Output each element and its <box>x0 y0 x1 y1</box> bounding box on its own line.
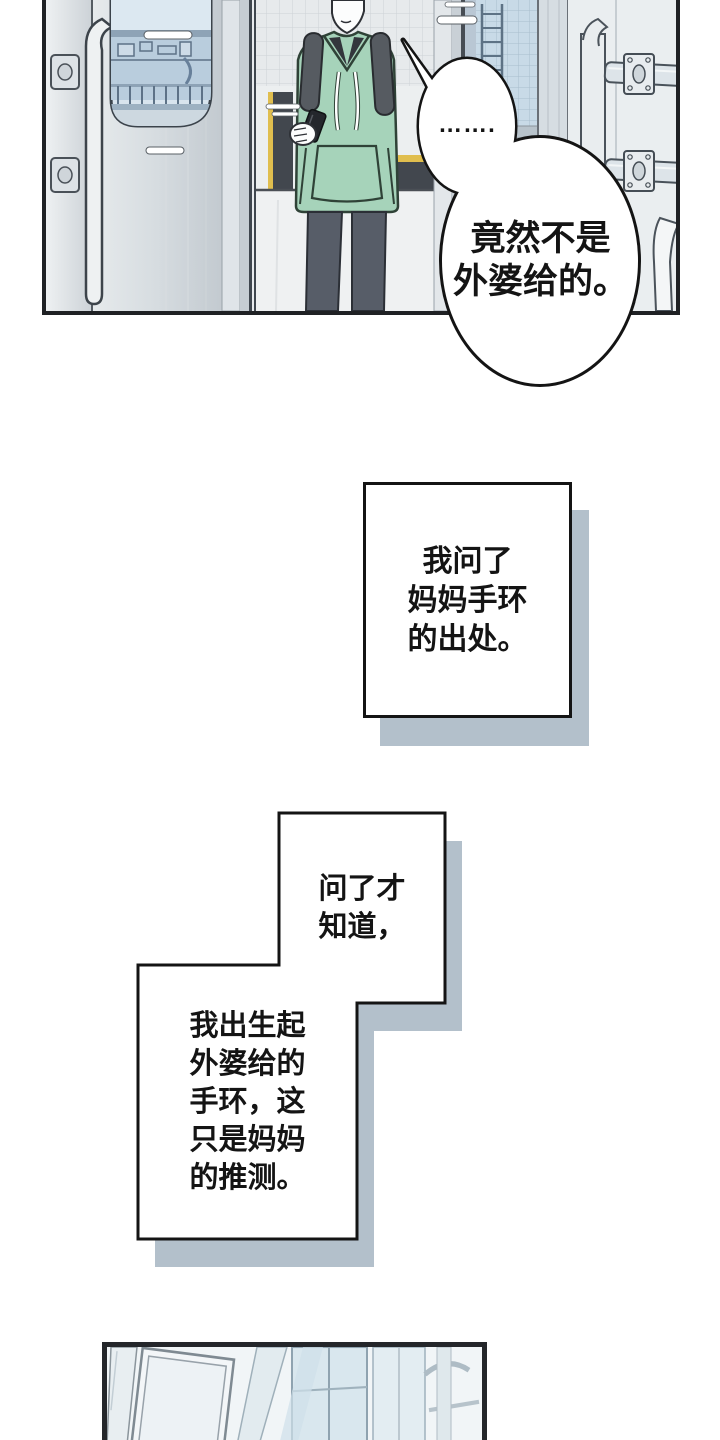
caption-box-1-text: 我问了 妈妈手环 的出处。 <box>366 485 569 715</box>
backpack-strap-left <box>298 32 325 112</box>
seat-handle <box>652 216 676 311</box>
door-window <box>109 0 213 128</box>
speed-streaks-left <box>143 30 193 155</box>
grab-handle <box>84 17 115 306</box>
leaning-mirror <box>127 1347 236 1440</box>
caption-box-2-lower-line-2: 外婆给的 <box>189 1048 306 1080</box>
window-machinery <box>111 0 211 126</box>
small-bubble-text: ……. <box>438 111 496 138</box>
panel-interior-mirrors <box>102 1342 487 1440</box>
character-face <box>331 0 365 35</box>
backpack-strap-right <box>369 32 396 116</box>
caption-box-2-lower-line-5: 的推测。 <box>189 1162 306 1194</box>
large-bubble-line-1: 竟然不是 <box>470 219 611 258</box>
caption-box-1 <box>363 482 572 718</box>
large-bubble-text: 竟然不是 外婆给的。 <box>441 217 640 303</box>
character-hand <box>289 122 317 146</box>
caption-box-1-line-3: 的出处。 <box>407 622 528 656</box>
door-edge-left <box>221 0 256 311</box>
caption-box-2-lower-line-4: 只是妈妈 <box>189 1124 306 1156</box>
speed-streaks-right <box>436 1 478 25</box>
pants-right-leg <box>351 211 388 311</box>
caption-box-2-lower-line-3: 手环，这 <box>189 1086 306 1118</box>
caption-box-1-line-2: 妈妈手环 <box>407 583 528 617</box>
pants-left-leg <box>304 211 344 311</box>
caption-box-2-upper-line-2: 知道， <box>318 911 406 943</box>
caption-box-2-upper-line-1: 问了才 <box>318 873 406 905</box>
character-mouth <box>340 20 352 24</box>
caption-box-2-lower-line-1: 我出生起 <box>189 1010 306 1042</box>
diagonal-beam <box>237 1347 288 1440</box>
character <box>265 0 400 311</box>
hoodie-pocket <box>310 144 384 203</box>
caption-box-1-line-1: 我问了 <box>422 544 513 578</box>
caption-box-2-lower-text: 我出生起 外婆给的 手环，这 只是妈妈 的推测。 <box>141 968 354 1236</box>
interior-art <box>107 1347 482 1440</box>
large-bubble-line-2: 外婆给的。 <box>452 262 628 301</box>
